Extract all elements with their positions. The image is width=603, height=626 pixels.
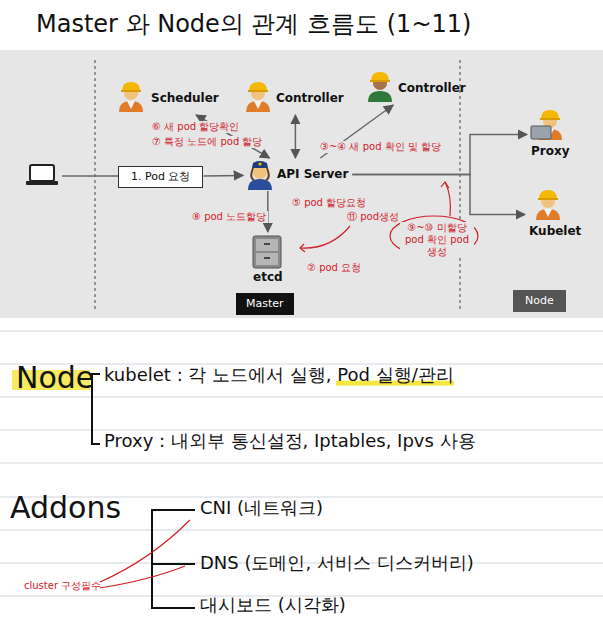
laptop-icon — [26, 165, 58, 185]
note-text: DNS (도메인, 서비스 디스커버리) — [200, 552, 474, 574]
section-heading: Addons — [10, 490, 121, 526]
request-line — [62, 175, 118, 177]
bracket — [152, 510, 195, 608]
node-text: Kubelet — [529, 224, 581, 239]
node-text: etcd — [253, 270, 283, 285]
scheduler-node: Scheduler — [113, 82, 223, 115]
callout-note: ③~④ 새 pod 확인 및 할당 — [318, 141, 443, 153]
flow-arrow — [295, 115, 297, 158]
node-text: Node — [525, 294, 554, 308]
note-text: Proxy : 내외부 통신설정, Iptables, Ipvs 사용 — [104, 430, 476, 452]
callout-note: ⑪ pod생성 — [345, 211, 401, 223]
scheduler-icon — [119, 82, 143, 112]
callout-note: ⑦ 특정 노드에 pod 할당 — [150, 136, 265, 148]
node-text: Scheduler — [151, 91, 219, 106]
callout-note: ② pod 요청 — [305, 262, 363, 274]
master-label: Master — [236, 293, 294, 315]
callout-note: ⑨~⑩ 미할당 pod 확인 pod 생성 — [400, 222, 474, 258]
node-text: Controller — [398, 81, 466, 96]
node-text: API Server — [277, 167, 348, 182]
node-label: Node — [513, 290, 566, 312]
node-text: Proxy — [531, 144, 570, 159]
kubelet-node: Kubelet — [525, 188, 585, 241]
flow-arrow — [204, 175, 244, 177]
region-divider — [95, 60, 96, 312]
screenshot-ground — [0, 50, 603, 318]
api-server-node: API Server — [243, 158, 352, 191]
controller-icon — [246, 82, 270, 112]
etcd-node: etcd — [247, 232, 289, 287]
node-text: Controller — [276, 91, 344, 106]
etcd-icon — [253, 236, 281, 268]
proxy-icon — [531, 110, 562, 140]
kubelet-icon — [536, 190, 560, 220]
notebook-lines — [0, 331, 603, 596]
page-title: Master 와 Node의 관계 흐름도 (1~11) — [36, 10, 471, 39]
callout-note: ⑥ 새 pod 할당확인 — [150, 121, 241, 133]
side-note: cluster 구성필수 — [24, 580, 101, 592]
region-divider — [460, 60, 461, 312]
controller-node: Controller — [240, 82, 348, 115]
controller-icon — [368, 72, 392, 102]
callout-note: ⑧ pod 노드할당 — [190, 211, 268, 223]
flow-arrow — [352, 175, 525, 215]
controller-node: Controller — [362, 72, 470, 105]
proxy-node: Proxy — [527, 108, 574, 161]
note-text: kubelet : 각 노드에서 실행, Pod 실행/관리 — [104, 364, 454, 386]
note-text: CNI (네트워크) — [200, 497, 323, 519]
section-heading: Node — [16, 360, 94, 396]
node-text: 1. Pod 요청 — [131, 170, 190, 184]
note-text: 대시보드 (시각화) — [200, 594, 346, 616]
red-leader — [100, 520, 190, 588]
api-server-icon — [248, 161, 272, 190]
node-text: Master — [246, 297, 284, 311]
callout-note: ⑤ pod 할당요청 — [290, 197, 368, 209]
request-box: 1. Pod 요청 — [118, 166, 203, 188]
